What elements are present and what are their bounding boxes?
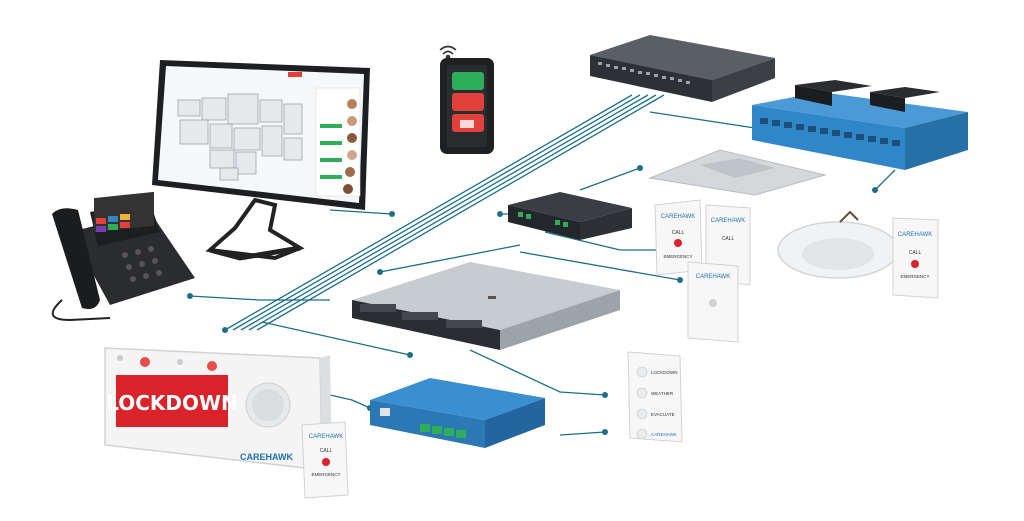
call-button-icon bbox=[322, 458, 330, 466]
lockdown-sign-text: LOCKDOWN bbox=[106, 391, 238, 415]
lockdown-panel-brand: CAREHAWK bbox=[240, 452, 293, 462]
call-label: CALL bbox=[909, 250, 922, 256]
call-station-brand: CAREHAWK bbox=[661, 214, 695, 220]
call-station: CAREHAWK CALL EMERGENCY bbox=[892, 217, 939, 299]
ceiling-tile-speaker bbox=[648, 149, 827, 196]
call-station-brand: CAREHAWK bbox=[309, 434, 343, 440]
call-button-icon bbox=[709, 299, 717, 307]
call-station: CAREHAWK CALL EMERGENCY bbox=[301, 421, 349, 499]
rack-server bbox=[352, 262, 620, 350]
speaker-icon bbox=[245, 382, 291, 428]
emergency-label: EMERGENCY bbox=[900, 274, 929, 279]
call-station-brand: CAREHAWK bbox=[711, 218, 745, 224]
io-controller bbox=[370, 378, 545, 448]
mode-button-label: WEATHER bbox=[651, 391, 674, 396]
call-label: CALL bbox=[320, 448, 333, 454]
mode-button-label: EVACUATE bbox=[651, 412, 675, 417]
poe-switch bbox=[752, 80, 968, 170]
amplifier-box bbox=[508, 192, 632, 240]
call-button-icon bbox=[911, 260, 919, 268]
wifi-icon bbox=[439, 45, 457, 60]
lockdown-panel: LOCKDOWN CAREHAWK bbox=[104, 347, 332, 471]
emergency-label: EMERGENCY bbox=[663, 254, 692, 259]
call-station-brand: CAREHAWK bbox=[898, 232, 932, 238]
mode-button-label: LOCKDOWN bbox=[651, 370, 678, 375]
mode-panel-brand: CAREHAWK bbox=[651, 432, 677, 437]
connection-lines bbox=[189, 94, 896, 436]
desktop-monitor bbox=[152, 60, 370, 261]
call-label: CALL bbox=[672, 230, 685, 236]
call-button-icon bbox=[674, 239, 682, 247]
emergency-label: EMERGENCY bbox=[311, 472, 340, 477]
floor-plan-map bbox=[177, 93, 303, 181]
phone-screen bbox=[96, 214, 130, 232]
staff-list-panel bbox=[315, 87, 361, 197]
call-station: CAREHAWK bbox=[687, 261, 739, 343]
desk-phone bbox=[51, 191, 195, 322]
call-station-brand: CAREHAWK bbox=[696, 274, 730, 280]
call-station: CAREHAWK CALL EMERGENCY bbox=[654, 199, 703, 276]
mode-button-panel: LOCKDOWN WEATHER EVACUATE CAREHAWK bbox=[627, 351, 683, 443]
call-label: CALL bbox=[722, 236, 735, 242]
mobile-phone bbox=[439, 45, 494, 154]
network-switch bbox=[590, 35, 775, 102]
round-ceiling-speaker bbox=[777, 210, 899, 279]
